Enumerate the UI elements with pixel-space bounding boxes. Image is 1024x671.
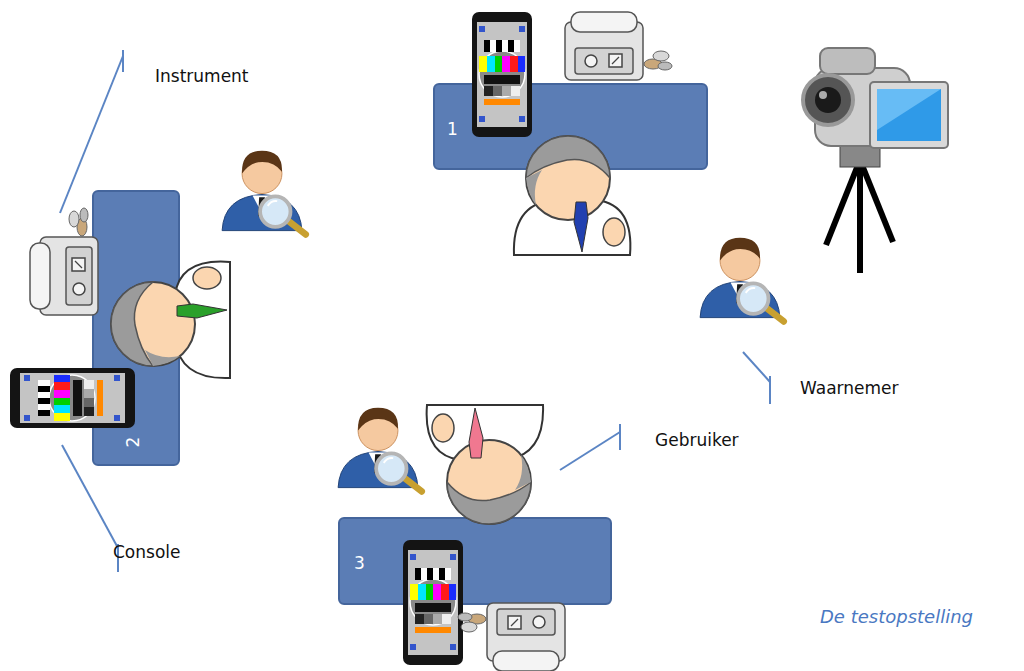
user-figure xyxy=(427,405,543,524)
part-label: Instrument xyxy=(155,66,249,86)
station-table: 3 xyxy=(338,517,612,605)
part-label: Waarnemer xyxy=(800,378,899,398)
instrument-device xyxy=(30,208,98,315)
video-camera xyxy=(803,48,948,273)
instrument-device xyxy=(458,603,565,671)
figure-caption: De testopstelling xyxy=(820,606,973,628)
station-table: 2 xyxy=(92,190,180,466)
leader-lines xyxy=(60,50,770,572)
part-label: Gebruiker xyxy=(655,430,739,450)
part-label: Console xyxy=(113,542,181,562)
station-number: 3 xyxy=(354,553,365,573)
station-number: 2 xyxy=(123,437,143,448)
station-table: 1 xyxy=(433,83,708,170)
observer-figure xyxy=(338,408,422,492)
station-number: 1 xyxy=(447,119,458,139)
observer-figure xyxy=(700,238,784,322)
instrument-device xyxy=(565,12,672,80)
observer-figure xyxy=(222,151,306,235)
